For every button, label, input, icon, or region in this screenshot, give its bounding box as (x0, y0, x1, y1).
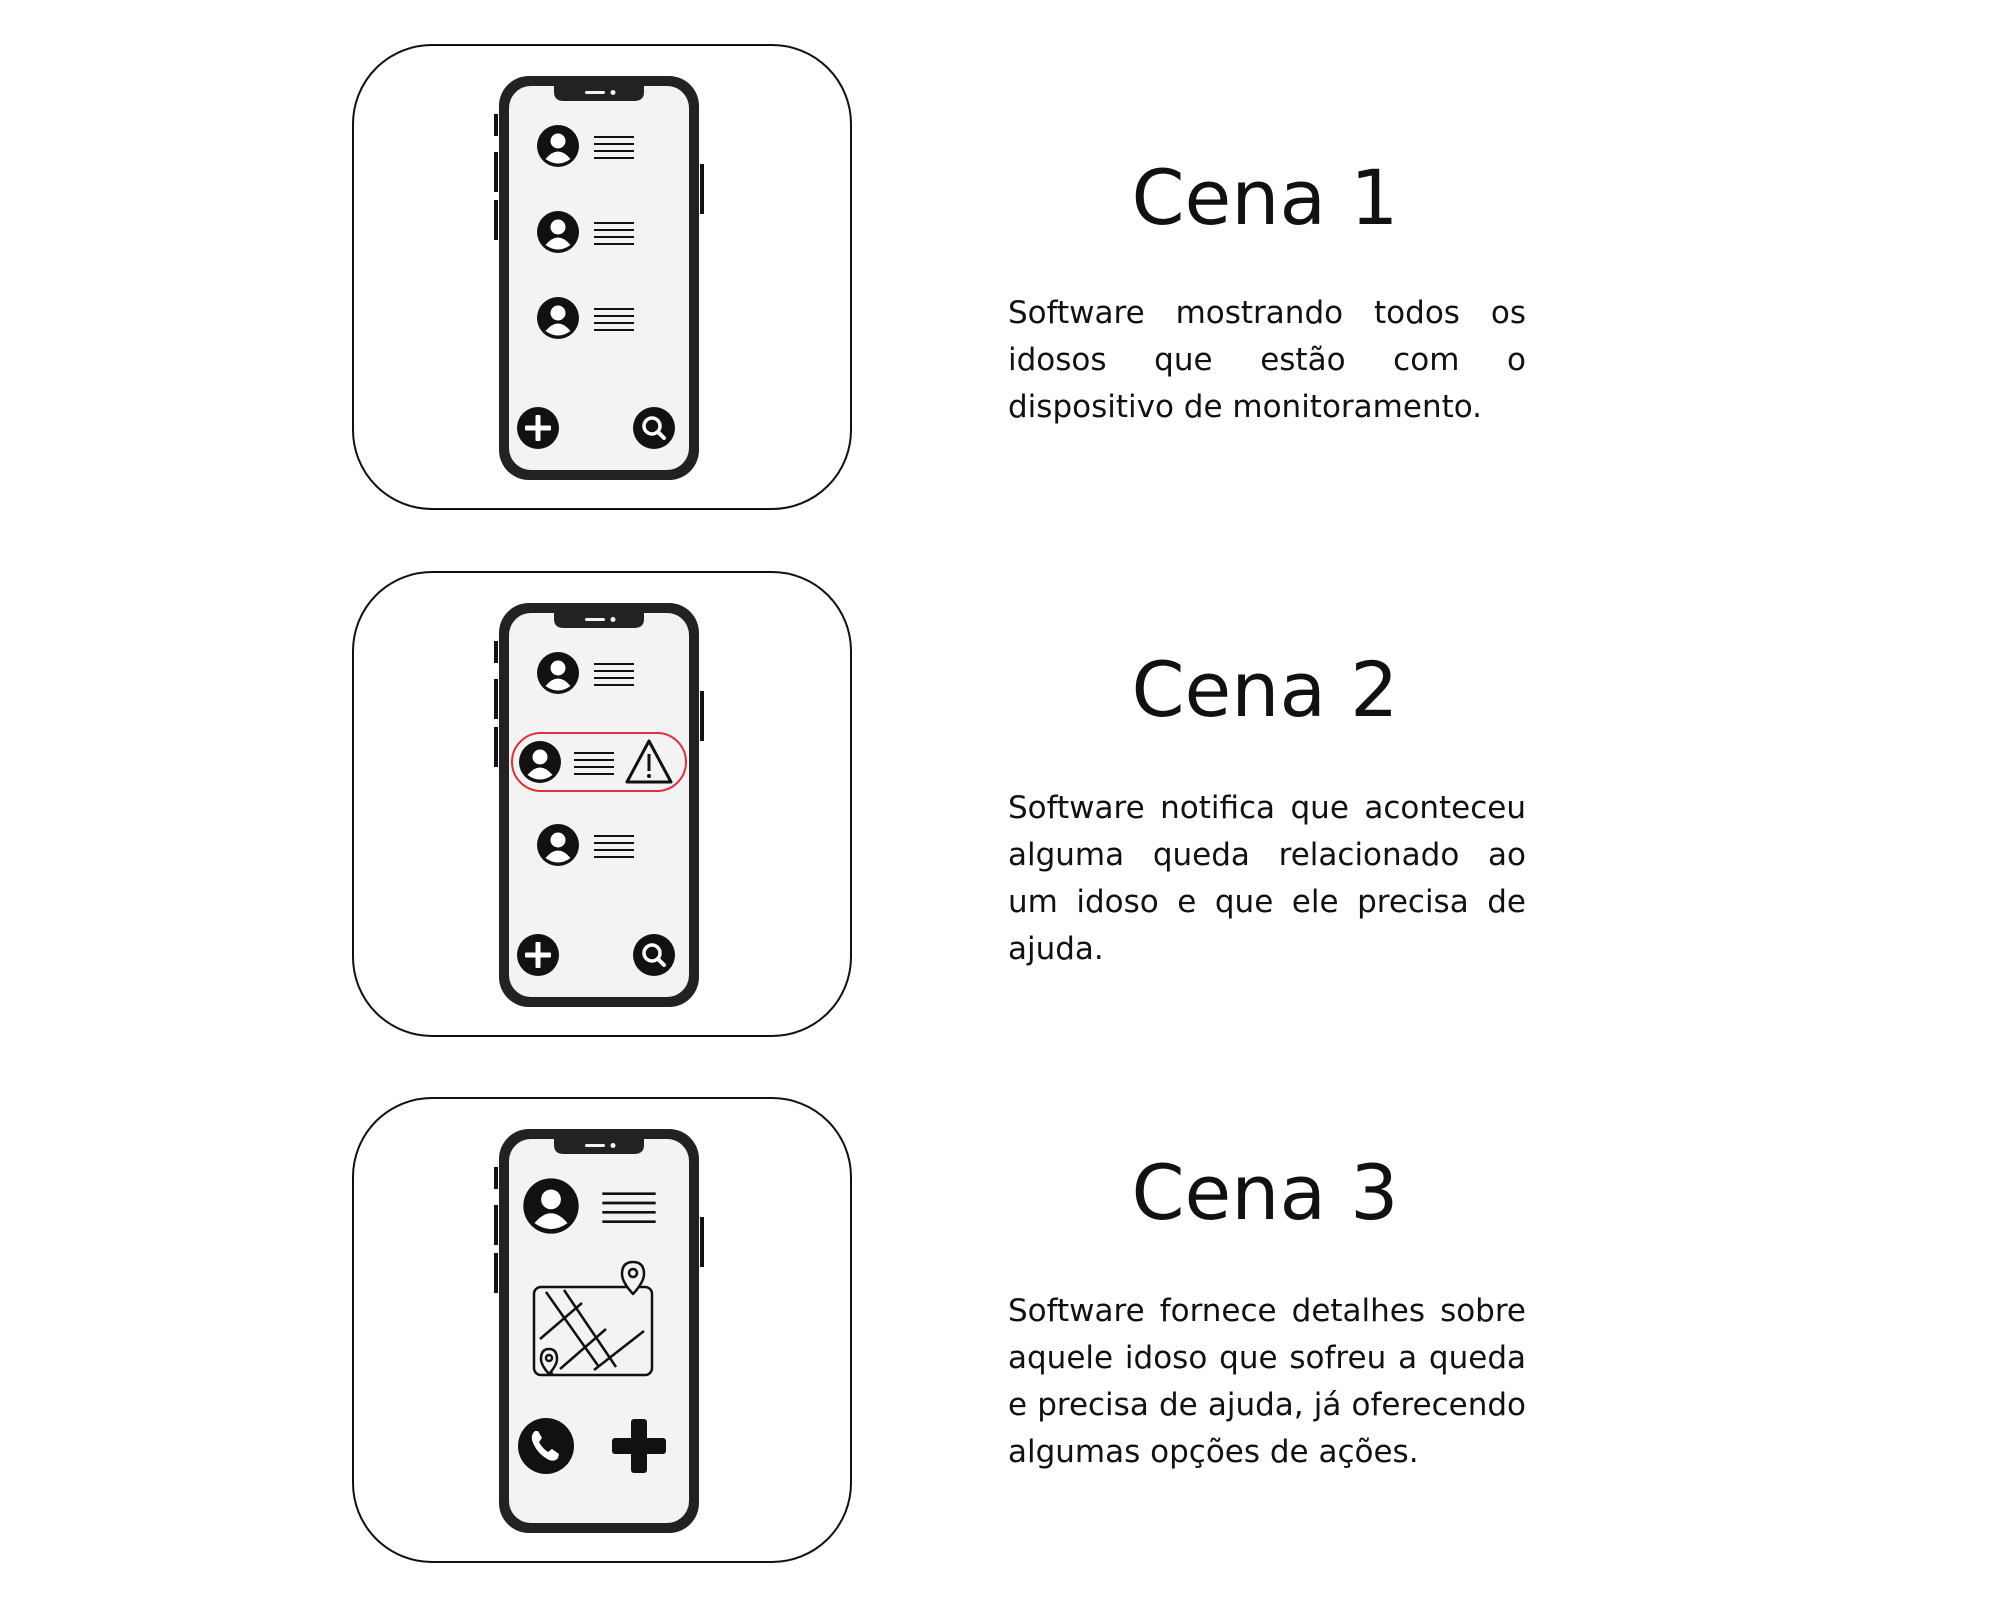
scene-1-title: Cena 1 (1131, 153, 1399, 242)
scene-2-title: Cena 2 (1131, 645, 1399, 734)
scene-3-card (352, 1097, 852, 1563)
scene-2-description: Software notifica que aconteceu alguma q… (1008, 790, 1526, 967)
scene-1-card (352, 44, 852, 510)
search-icon (632, 406, 676, 450)
alert-highlight (511, 732, 687, 792)
add-icon (517, 407, 559, 449)
user-icon (537, 211, 579, 253)
scene-1-description: Software mostrando todos os idosos que e… (1008, 295, 1526, 425)
scene-2-card (352, 571, 852, 1037)
user-icon (519, 741, 561, 783)
warning-icon (625, 739, 673, 784)
medical-cross-icon (612, 1419, 666, 1473)
search-icon (632, 933, 676, 977)
phone-call-icon (518, 1418, 574, 1474)
user-icon (537, 125, 579, 167)
add-icon (517, 934, 559, 976)
scene-3-title: Cena 3 (1131, 1148, 1399, 1237)
map-icon (532, 1260, 654, 1377)
user-icon (537, 824, 579, 866)
scene-2-phone-mockup (494, 601, 704, 1009)
user-icon (537, 297, 579, 339)
user-icon (537, 652, 579, 694)
scene-1-phone-mockup (494, 74, 704, 482)
scene-3-phone-mockup (494, 1127, 704, 1535)
user-icon (523, 1178, 579, 1234)
scene-3-description: Software fornece detalhes sobre aquele i… (1008, 1293, 1526, 1470)
